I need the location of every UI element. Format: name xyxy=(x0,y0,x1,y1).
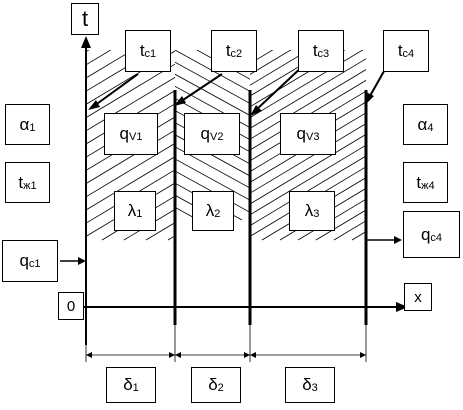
hatch-line xyxy=(86,116,175,171)
hatch-line xyxy=(175,85,250,129)
hatch-line xyxy=(250,101,366,173)
x-axis-arrowhead xyxy=(396,302,408,312)
hatch-line xyxy=(175,146,250,189)
origin-label: 0 xyxy=(58,292,84,320)
hatch-line xyxy=(101,195,175,241)
hatch-line xyxy=(175,170,250,213)
tc1-pointer xyxy=(93,73,139,107)
hatch-line xyxy=(86,156,175,211)
hatch-line xyxy=(279,187,366,241)
tc3-pointer xyxy=(255,63,306,111)
hatch-line xyxy=(175,73,250,116)
hatch-line xyxy=(250,133,366,205)
hatch-line xyxy=(175,158,250,201)
t-axis-label: t xyxy=(71,3,99,35)
t-axis-arrowhead xyxy=(81,36,91,48)
hatch-line xyxy=(250,58,366,129)
hatch-line xyxy=(250,144,366,216)
hatch-line xyxy=(250,112,366,183)
hatch-line xyxy=(458,0,463,220)
x-axis-label: x xyxy=(404,283,432,311)
tc2-pointer xyxy=(179,73,223,103)
hatch-line xyxy=(175,97,250,141)
